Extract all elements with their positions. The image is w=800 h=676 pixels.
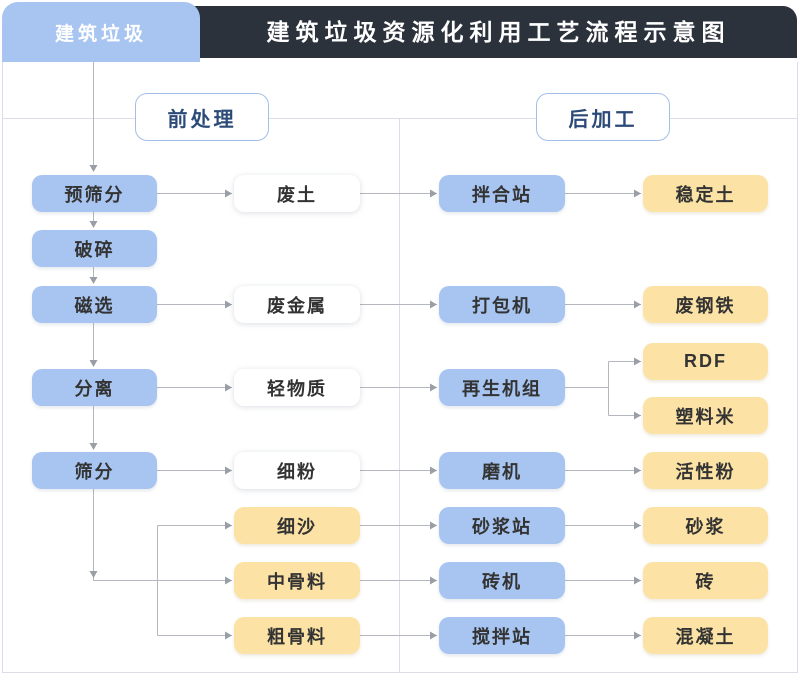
arrowhead xyxy=(89,165,98,172)
arrowhead xyxy=(225,300,232,309)
arrowhead xyxy=(634,466,641,475)
arrowhead xyxy=(634,357,641,366)
arrowhead xyxy=(634,411,641,420)
arrowhead xyxy=(225,189,232,198)
arrowhead xyxy=(225,383,232,392)
arrowhead xyxy=(225,466,232,475)
source-tab-label: 建筑垃圾 xyxy=(54,23,147,45)
arrowhead xyxy=(634,631,641,640)
arrowhead xyxy=(430,300,437,309)
title-bar: 建筑垃圾资源化利用工艺流程示意图 xyxy=(93,6,797,58)
arrowhead xyxy=(430,466,437,475)
diagram-frame xyxy=(2,62,798,673)
diagram-title: 建筑垃圾资源化利用工艺流程示意图 xyxy=(266,19,731,45)
arrowhead xyxy=(430,576,437,585)
arrowhead xyxy=(89,221,98,228)
arrowhead xyxy=(430,631,437,640)
arrowhead xyxy=(89,360,98,367)
arrowhead xyxy=(634,576,641,585)
arrowhead xyxy=(430,521,437,530)
arrowhead xyxy=(225,521,232,530)
arrowhead xyxy=(430,189,437,198)
section-label-post-processing: 后加工 xyxy=(536,93,670,141)
section-label-pre-processing: 前处理 xyxy=(135,93,269,141)
arrowhead xyxy=(634,189,641,198)
arrowhead xyxy=(89,571,98,578)
arrowhead xyxy=(89,277,98,284)
arrowhead xyxy=(89,443,98,450)
section-label-post-text: 后加工 xyxy=(568,108,638,131)
arrowhead xyxy=(634,300,641,309)
source-tab: 建筑垃圾 xyxy=(2,2,200,62)
arrowhead xyxy=(430,383,437,392)
connector-line xyxy=(93,489,232,581)
arrowhead xyxy=(225,631,232,640)
section-divider-vertical xyxy=(399,118,400,672)
arrowhead xyxy=(634,521,641,530)
section-label-pre-text: 前处理 xyxy=(167,108,237,131)
arrowhead xyxy=(225,576,232,585)
